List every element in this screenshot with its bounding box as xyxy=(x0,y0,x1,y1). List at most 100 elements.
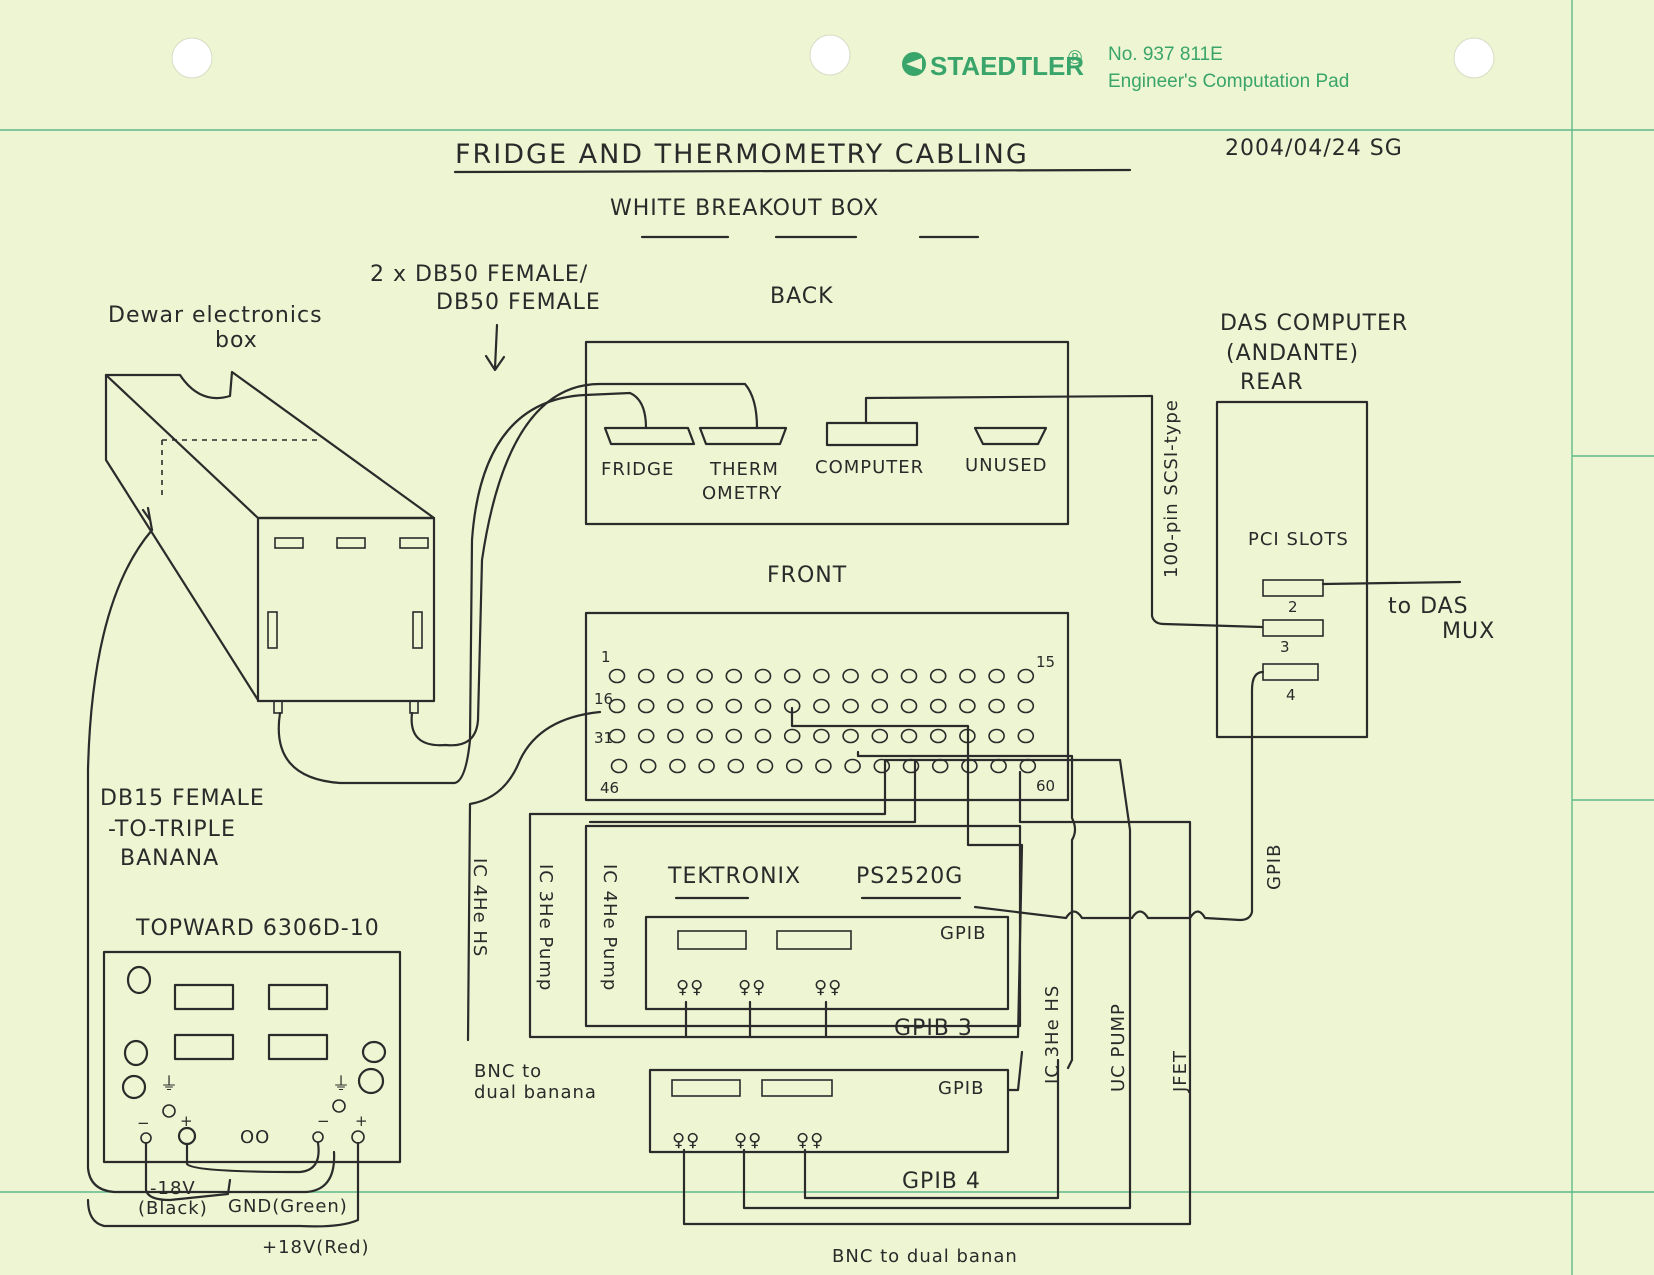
ic3he-hs-label: IC 3He HS xyxy=(1042,985,1063,1084)
bnc-dual-label-1: BNC to xyxy=(474,1061,542,1082)
breakout-pin xyxy=(698,758,715,774)
breakout-pin xyxy=(961,758,978,774)
db15-label-3: BANANA xyxy=(120,846,219,871)
breakout-pin xyxy=(815,758,832,774)
power-supply-gpib4: GPIB ♀♀ ♀♀ ♀♀ xyxy=(648,1068,1010,1154)
unused-label: UNUSED xyxy=(965,455,1047,476)
gpib4-port-label: GPIB xyxy=(938,1078,984,1099)
breakout-pin xyxy=(959,698,976,714)
das-label-2: (ANDANTE) xyxy=(1226,341,1359,366)
slot-2-label: 2 xyxy=(1288,598,1298,616)
breakout-pin xyxy=(783,668,801,684)
breakout-pin xyxy=(813,698,830,714)
ic4he-hs-label: IC 4He HS xyxy=(469,858,490,957)
gpib3-terminal-3: ♀♀ xyxy=(814,977,842,998)
breakout-pin xyxy=(813,728,830,744)
ic4he-pump-lead xyxy=(588,758,917,824)
breakout-pin xyxy=(871,668,889,684)
gpib3-terminal-2: ♀♀ xyxy=(738,977,766,998)
plus18-lead xyxy=(86,1141,360,1228)
cable-type-label-1: 2 x DB50 FEMALE/ xyxy=(370,262,588,287)
breakout-pin xyxy=(637,698,655,714)
gpib-trunk xyxy=(973,670,1265,922)
gpib3-label: GPIB 3 xyxy=(894,1016,973,1041)
thermometry-connector xyxy=(698,426,788,446)
breakout-pin xyxy=(637,728,655,744)
pin-1-label: 1 xyxy=(601,648,611,666)
breakout-pin xyxy=(871,728,889,744)
plus18-label: +18V(Red) xyxy=(262,1237,370,1258)
breakout-pin xyxy=(669,758,686,774)
brand-registered: ® xyxy=(1068,48,1082,69)
ic4he-hs-lead xyxy=(466,710,602,1042)
breakout-pin xyxy=(842,668,859,684)
ic3he-pump-tap xyxy=(528,758,887,816)
bnc-bottom-label: BNC to dual banan xyxy=(832,1246,1018,1267)
ic4he-pump-label: IC 4He Pump xyxy=(599,864,620,991)
das-mux-cable xyxy=(1321,580,1462,586)
db15-cable xyxy=(86,528,336,1194)
pin-16-label: 16 xyxy=(594,690,613,708)
page-title: FRIDGE AND THERMOMETRY CABLING xyxy=(455,139,1029,170)
breakout-back-panel: FRIDGE THERM OMETRY COMPUTER UNUSED xyxy=(584,340,1070,526)
breakout-pin xyxy=(785,758,803,774)
fridge-label: FRIDGE xyxy=(601,459,674,480)
das-label-1: DAS COMPUTER xyxy=(1220,311,1408,336)
punch-hole-left xyxy=(171,37,213,79)
therm-label-1: THERM xyxy=(709,459,779,480)
cable-type-label-2: DB50 FEMALE xyxy=(436,290,601,315)
topward-label: TOPWARD 6306D-10 xyxy=(135,916,380,941)
pin-31-label: 31 xyxy=(594,729,613,747)
breakout-pin xyxy=(900,728,918,744)
breakout-pin xyxy=(900,698,918,714)
breakout-pin xyxy=(637,668,655,684)
breakout-pin xyxy=(783,728,801,744)
svg-text:+: + xyxy=(355,1112,368,1130)
tektronix-outline xyxy=(584,824,1022,1028)
gnd-label: GND(Green) xyxy=(228,1196,348,1217)
date-author: 2004/04/24 SG xyxy=(1225,136,1403,161)
breakout-pin xyxy=(667,728,684,744)
breakout-pins xyxy=(608,668,1037,774)
slot-3-label: 3 xyxy=(1280,638,1290,656)
bnc-dual-label-2: dual banana xyxy=(474,1082,597,1103)
pci-slot-2 xyxy=(1262,579,1324,597)
breakout-pin xyxy=(727,758,745,774)
ps-model-label: PS2520G xyxy=(856,864,963,889)
db15-label-2: -TO-TRIPLE xyxy=(108,817,236,842)
gnd-lead xyxy=(185,1141,320,1174)
breakout-pin xyxy=(959,668,976,684)
pci-label: PCI SLOTS xyxy=(1248,529,1349,550)
breakout-pin xyxy=(1017,698,1035,714)
breakout-pin xyxy=(873,758,891,774)
computer-label: COMPUTER xyxy=(815,457,924,478)
breakout-pin xyxy=(667,698,684,714)
unused-connector xyxy=(973,426,1048,446)
breakout-pin xyxy=(929,668,947,684)
black-label: (Black) xyxy=(138,1198,208,1219)
pin-46-label: 46 xyxy=(600,779,619,797)
thermometry-cable xyxy=(410,382,759,747)
das-label-3: REAR xyxy=(1240,370,1304,395)
breakout-pin xyxy=(608,668,626,684)
breakout-pin xyxy=(844,758,861,774)
minus18-label: -18V xyxy=(150,1178,196,1199)
breakout-pin xyxy=(902,758,920,774)
scsi-cable xyxy=(864,394,1264,629)
gpib3-port-label: GPIB xyxy=(940,923,986,944)
breakout-pin xyxy=(754,698,772,714)
breakout-pin xyxy=(696,728,713,744)
breakout-pin xyxy=(931,758,949,774)
breakout-pin xyxy=(754,728,772,744)
minus18-lead xyxy=(144,1141,232,1202)
brand-name: STAEDTLER xyxy=(930,51,1084,81)
breakout-pin xyxy=(1017,668,1035,684)
staedtler-logo: STAEDTLER ® xyxy=(902,48,1084,81)
breakout-pin xyxy=(639,758,657,774)
breakout-pin xyxy=(754,668,772,684)
gpib4-label: GPIB 4 xyxy=(902,1169,981,1194)
svg-text:+: + xyxy=(180,1112,193,1130)
product-name: Engineer's Computation Pad xyxy=(1108,71,1349,92)
breakout-pin xyxy=(696,668,713,684)
punch-hole-right xyxy=(1453,37,1495,79)
